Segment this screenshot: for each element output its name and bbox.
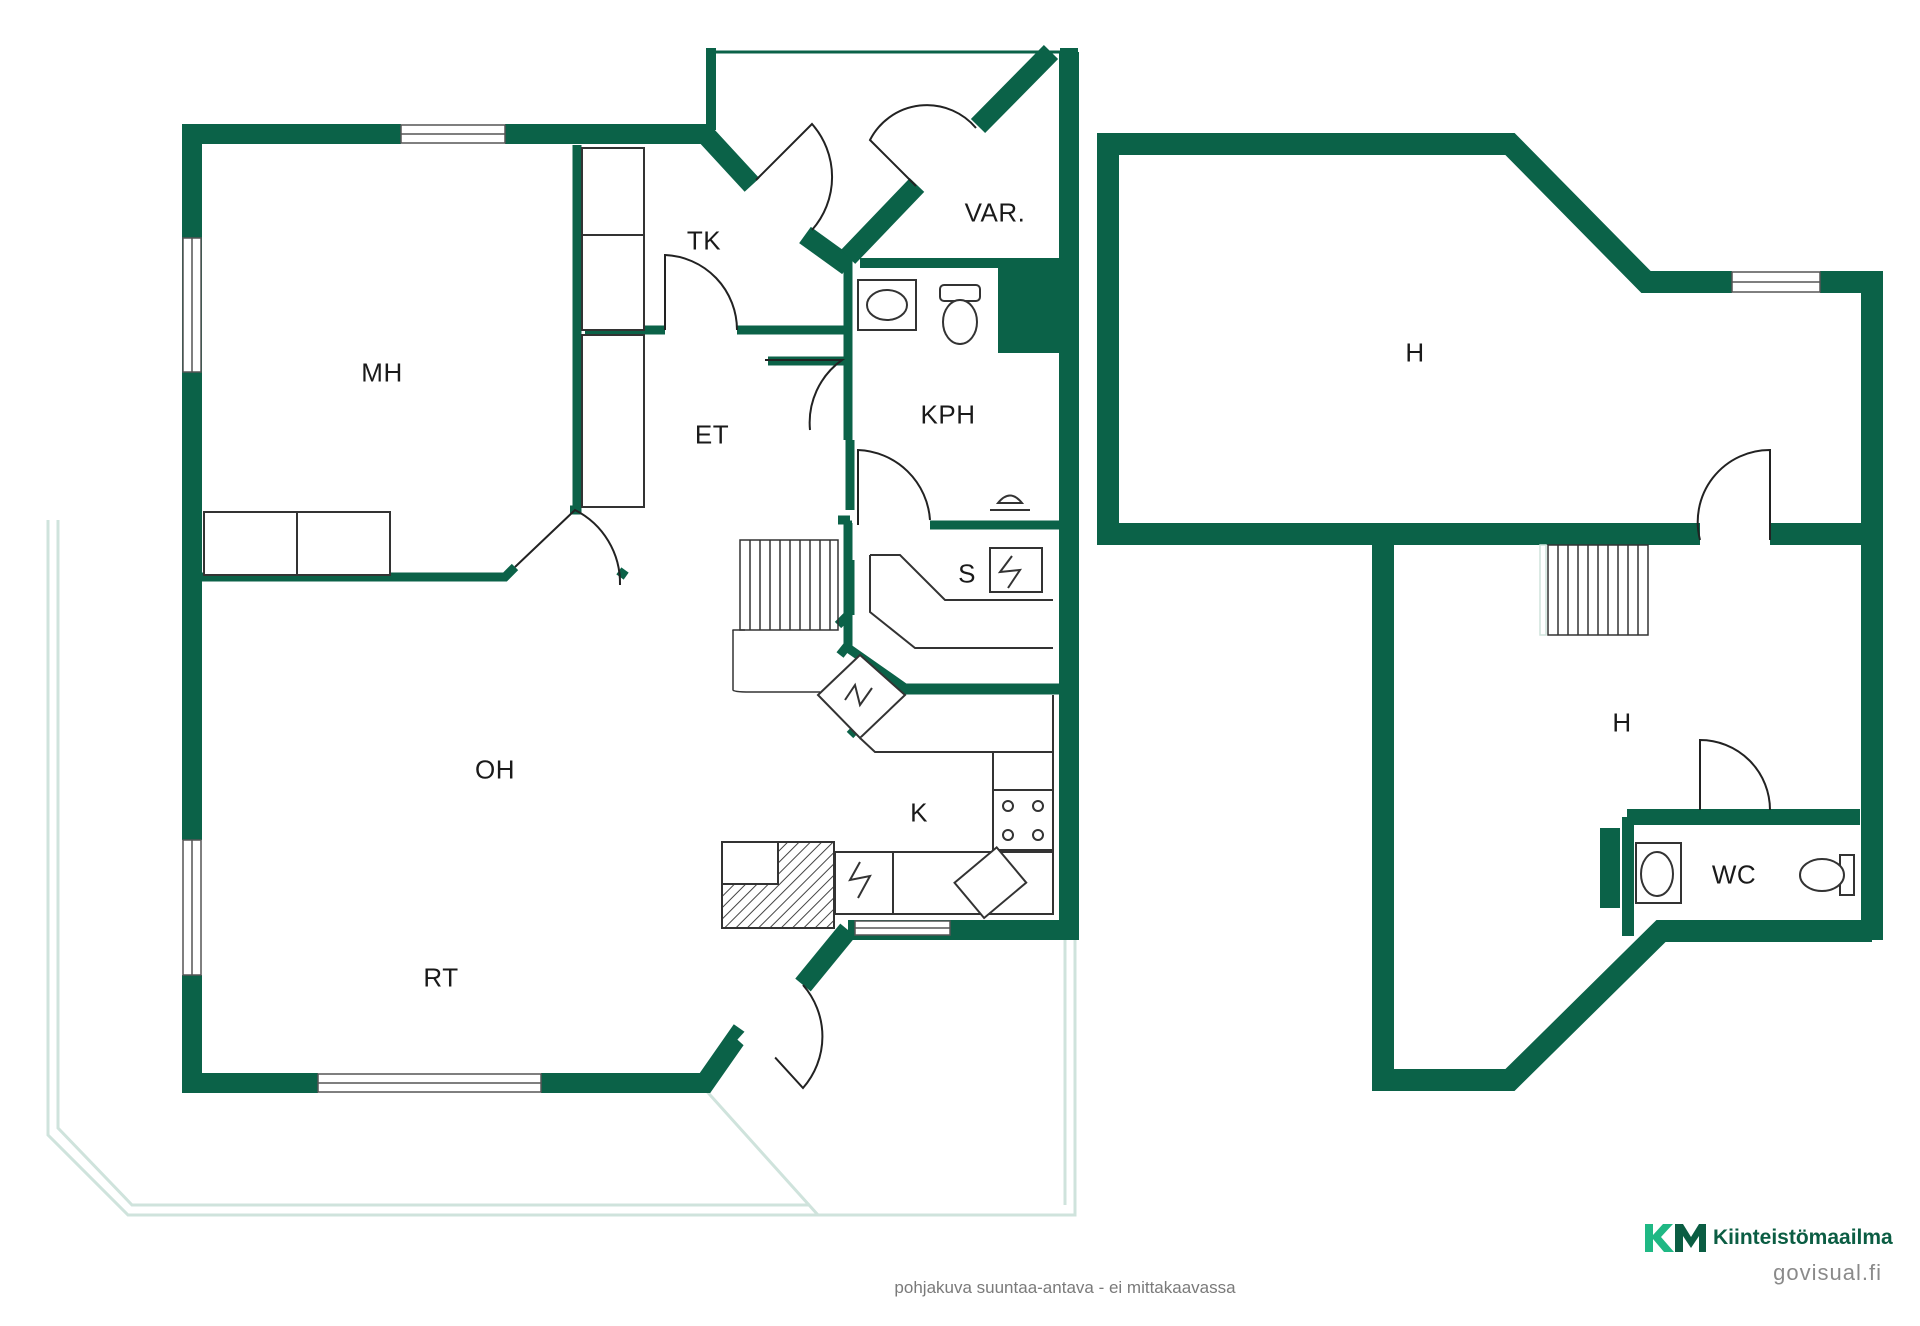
room-label-k: K <box>910 797 928 828</box>
room-label-h-lower: H <box>1612 707 1632 738</box>
stairs-upper <box>1539 544 1649 636</box>
room-label-kph: KPH <box>920 399 976 430</box>
windows-upper <box>1731 271 1821 293</box>
room-label-et: ET <box>694 419 730 450</box>
windows-main <box>182 124 951 1093</box>
brand-logo: Kiinteistömaailma <box>1643 1218 1893 1258</box>
doors-upper <box>1696 448 1771 811</box>
cabinets-main <box>203 147 645 576</box>
room-label-mh: MH <box>361 357 403 388</box>
service-shaft <box>998 268 1062 353</box>
wc-fixtures <box>1635 842 1855 904</box>
terrace-outline <box>46 520 1077 1217</box>
kitchen-fixtures <box>721 751 1054 920</box>
sauna-benches <box>869 547 1053 649</box>
stairs-main <box>732 539 839 693</box>
website-text: govisual.fi <box>1773 1260 1882 1285</box>
upper-floor-walls <box>1097 133 1883 1091</box>
scale-disclaimer: pohjakuva suuntaa-antava - ei mittakaava… <box>894 1278 1236 1297</box>
kph-fixtures <box>857 279 1030 511</box>
km-logo-icon <box>1645 1224 1706 1252</box>
room-label-h-upper: H <box>1405 337 1425 368</box>
room-label-wc: WC <box>1711 859 1757 890</box>
doors-main <box>514 104 977 1090</box>
wc-shaft <box>1600 828 1620 908</box>
room-label-oh: OH <box>475 754 515 785</box>
room-label-s: S <box>958 558 976 589</box>
door-gaps <box>737 993 809 1067</box>
brand-name: Kiinteistömaailma <box>1713 1226 1893 1249</box>
electric-cabinet <box>816 653 1054 753</box>
room-label-tk: TK <box>686 225 722 256</box>
room-label-rt: RT <box>423 962 459 993</box>
room-label-var: VAR. <box>964 197 1026 228</box>
